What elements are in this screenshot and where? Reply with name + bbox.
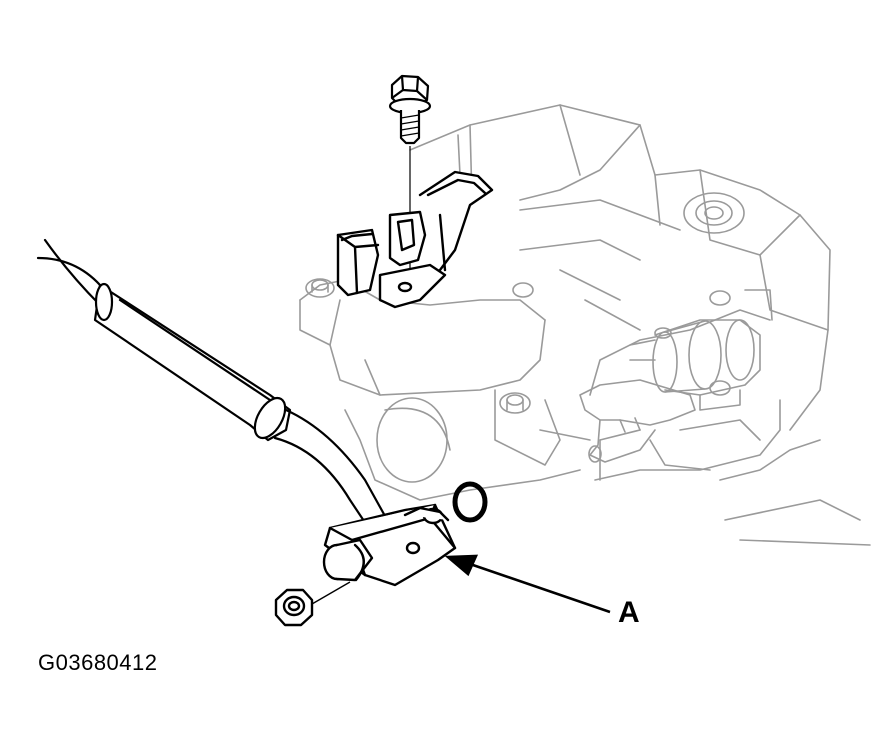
crankshaft-position-sensor (322, 503, 457, 587)
nut-assembly-line (311, 581, 351, 605)
callout-arrow-a (444, 554, 611, 614)
sensor-wiring-harness (36, 238, 392, 532)
mounting-nut (274, 588, 314, 627)
o-ring (452, 481, 488, 523)
callout-label-a: A (618, 596, 640, 629)
engine-block (299, 104, 871, 546)
figure-code: G03680412 (38, 650, 158, 675)
mounting-bolt (388, 74, 432, 145)
sensor-bracket (336, 170, 494, 309)
